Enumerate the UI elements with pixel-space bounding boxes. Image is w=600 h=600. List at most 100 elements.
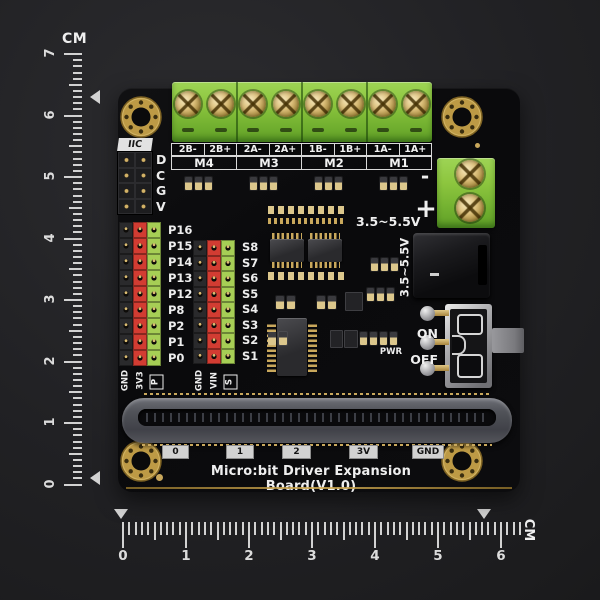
ruler-tick bbox=[73, 126, 82, 129]
ruler-tick bbox=[73, 212, 82, 215]
bottom-ruler-unit-label: CM bbox=[521, 518, 536, 542]
ruler-tick bbox=[374, 522, 376, 548]
ruler-tick bbox=[216, 522, 219, 540]
ruler-tick bbox=[329, 522, 332, 535]
ruler-tick bbox=[455, 522, 458, 535]
pin-cell bbox=[119, 302, 133, 318]
ruler-tick bbox=[518, 522, 521, 535]
ruler-tick bbox=[64, 237, 82, 240]
ruler-tick bbox=[367, 522, 370, 535]
ruler-tick bbox=[73, 225, 82, 228]
pin-cell bbox=[119, 286, 133, 302]
motor-terminal-label: 2B+ bbox=[203, 143, 237, 156]
edge-pad-row bbox=[142, 444, 492, 446]
iic-pin-hole bbox=[118, 152, 135, 168]
edge-connector-slot bbox=[138, 409, 496, 426]
ruler-tick bbox=[380, 522, 383, 535]
smd-resistor bbox=[276, 296, 284, 309]
switch-notch bbox=[452, 335, 466, 355]
power-terminal-screw bbox=[456, 194, 484, 222]
header-column-label: S bbox=[223, 374, 237, 390]
edge-pin-tag: 3V bbox=[350, 446, 377, 458]
ruler-tick bbox=[73, 409, 82, 412]
ruler-tick bbox=[361, 522, 364, 535]
s-row-label: S7 bbox=[242, 255, 259, 270]
terminal-screw bbox=[402, 91, 429, 117]
smd-ic bbox=[344, 330, 358, 348]
ruler-tick bbox=[69, 145, 82, 148]
pin-cell bbox=[133, 286, 147, 302]
smd-resistor bbox=[387, 288, 394, 301]
iic-pin-hole bbox=[135, 198, 152, 214]
pin-cell bbox=[133, 334, 147, 350]
ruler-tick bbox=[73, 286, 82, 289]
s-row-label: S5 bbox=[242, 286, 259, 301]
chip-pins bbox=[272, 233, 302, 239]
header-column-label: GND bbox=[120, 369, 131, 392]
edge-pin-tag: 0 bbox=[163, 446, 188, 458]
smd-resistor bbox=[185, 177, 192, 190]
pin-cell bbox=[119, 350, 133, 366]
smd-resistor bbox=[335, 177, 342, 190]
motor-terminal-label: 2A- bbox=[236, 143, 270, 156]
ruler-number: 6 bbox=[496, 548, 506, 564]
motor-terminal-label: 1B+ bbox=[333, 143, 367, 156]
smd-resistor bbox=[315, 177, 322, 190]
board-extent-marker bbox=[114, 509, 128, 519]
ruler-tick bbox=[235, 522, 238, 535]
ruler-tick bbox=[285, 522, 288, 535]
ruler-tick bbox=[69, 452, 82, 455]
ruler-tick bbox=[73, 139, 82, 142]
pin-cell bbox=[221, 240, 235, 256]
smd-resistor bbox=[400, 177, 407, 190]
edge-pad-row bbox=[144, 393, 490, 395]
terminal-seam bbox=[236, 82, 238, 142]
smd-resistor bbox=[287, 296, 295, 309]
ruler-tick bbox=[304, 522, 307, 535]
switch-pin bbox=[433, 365, 449, 371]
pin-cell bbox=[193, 333, 207, 349]
ruler-tick bbox=[392, 522, 395, 535]
ruler-tick bbox=[191, 522, 194, 535]
ruler-tick bbox=[73, 120, 82, 123]
smd-ic bbox=[345, 292, 363, 311]
ruler-tick bbox=[481, 522, 484, 535]
ruler-tick bbox=[64, 483, 82, 486]
power-terminal-screw bbox=[456, 160, 484, 188]
ruler-number: 0 bbox=[43, 478, 58, 489]
terminal-wire-slot bbox=[279, 128, 292, 132]
ruler-tick bbox=[222, 522, 225, 535]
motor-terminal-label: 2B- bbox=[171, 143, 205, 156]
pin-cell bbox=[119, 318, 133, 334]
ruler-tick bbox=[172, 522, 175, 535]
ruler-tick bbox=[73, 194, 82, 197]
motor-terminal-label: 1A- bbox=[366, 143, 400, 156]
iic-pin-hole bbox=[118, 183, 135, 199]
terminal-seam bbox=[301, 82, 303, 142]
ruler-tick bbox=[500, 522, 502, 548]
header-column bbox=[221, 240, 235, 364]
ruler-tick bbox=[73, 102, 82, 105]
header-column bbox=[133, 222, 147, 366]
ruler-tick bbox=[153, 522, 156, 540]
ruler-tick bbox=[229, 522, 232, 535]
header-column bbox=[207, 240, 221, 364]
ruler-tick bbox=[73, 465, 82, 468]
ruler-tick bbox=[134, 522, 137, 535]
switch-knob bbox=[492, 328, 524, 353]
motor-terminal-label: 1A+ bbox=[398, 143, 432, 156]
switch-pin bbox=[433, 310, 449, 316]
ruler-tick bbox=[73, 446, 82, 449]
iic-pin-hole bbox=[135, 183, 152, 199]
ruler-tick bbox=[73, 243, 82, 246]
pin-cell bbox=[193, 317, 207, 333]
smd-capacitor-row bbox=[268, 272, 344, 280]
terminal-wire-slot bbox=[214, 128, 227, 132]
ruler-number: 4 bbox=[43, 232, 58, 243]
pin-cell bbox=[119, 238, 133, 254]
ruler-tick bbox=[279, 522, 282, 540]
ruler-tick bbox=[73, 96, 82, 99]
mounting-hole bbox=[120, 96, 162, 138]
